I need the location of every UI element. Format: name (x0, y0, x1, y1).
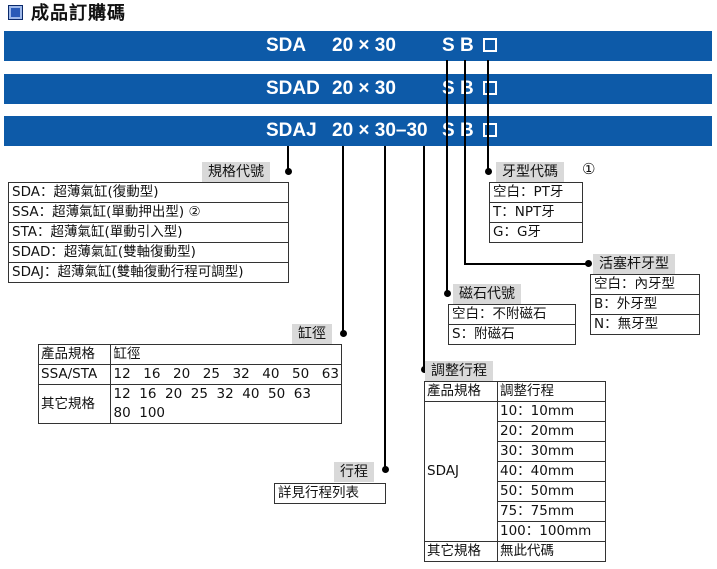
table-cell: 40：40mm (497, 461, 606, 482)
bore-label: 缸徑 (292, 324, 332, 344)
rod-item: B：外牙型 (591, 295, 699, 315)
table-row: 75：75mm (425, 501, 606, 522)
magnet-item: 空白：不附磁石 (449, 305, 575, 325)
table-header-cell: 缸徑 (110, 344, 342, 365)
rod-label: 活塞杆牙型 (593, 254, 675, 274)
table-row: 產品規格 調整行程 (424, 381, 606, 402)
thread-label: 牙型代碼 (496, 162, 564, 182)
table-row: 產品規格 缸徑 (37, 344, 342, 365)
blank-box-icon (483, 81, 497, 95)
table-row: 20：20mm (425, 421, 606, 442)
adjust-label: 調整行程 (425, 361, 493, 381)
stroke-box: 詳見行程列表 (274, 483, 386, 504)
rod-list: 空白：內牙型 B：外牙型 N：無牙型 (590, 274, 700, 335)
thread-list: 空白：PT牙 T：NPT牙 G：G牙 (489, 182, 583, 243)
bar-size: 20 × 30 (332, 78, 396, 99)
page-title: 成品訂購碼 (8, 3, 126, 25)
square-bullet-icon (8, 5, 23, 20)
spec-item: SSA：超薄氣缸(單動押出型) ② (9, 203, 288, 223)
adjust-table: 產品規格 調整行程 SDAJ 10：10mm 20：20mm 30：30mm 4… (424, 381, 606, 562)
table-cell: 無此代碼 (497, 541, 606, 562)
table-row: SDAJ 10：10mm (424, 401, 606, 542)
spec-item: SDAJ：超薄氣缸(雙軸復動行程可調型) (12, 264, 244, 280)
blank-box-icon (483, 38, 497, 52)
table-row: 40：40mm (425, 461, 606, 482)
spec-item: SDA：超薄氣缸(復動型) (9, 183, 288, 203)
table-row: SSA/STA 12 16 20 25 32 40 50 63 (37, 364, 342, 385)
table-cell: 30：30mm (497, 441, 606, 462)
title-text: 成品訂購碼 (31, 3, 126, 24)
spec-list: SDA：超薄氣缸(復動型) SSA：超薄氣缸(單動押出型) ② STA：超薄氣缸… (8, 182, 289, 283)
bar-model: SDAD (266, 78, 320, 99)
spec-item: SDAD：超薄氣缸(雙軸復動型) (9, 243, 288, 263)
rod-item: N：無牙型 (594, 316, 659, 332)
code-bar-sdad: SDAD 20 × 30 S B (4, 74, 712, 104)
bar-size: 20 × 30 (332, 35, 396, 56)
table-cell: 12 16 20 25 32 40 50 63 80 100 (110, 384, 342, 424)
spec-item: STA：超薄氣缸(單動引入型) (9, 223, 288, 243)
bar-size: 20 × 30–30 (332, 120, 428, 141)
table-cell: 其它規格 (37, 384, 112, 424)
magnet-item: S：附磁石 (452, 326, 515, 342)
table-cell: 10：10mm (497, 401, 606, 422)
bar-model: SDA (266, 35, 307, 56)
table-header-cell: 產品規格 (37, 344, 112, 365)
code-bar-sda: SDA 20 × 30 S B (4, 31, 712, 61)
table-cell: 其它規格 (424, 541, 498, 562)
blank-box-icon (483, 123, 497, 137)
rod-item: 空白：內牙型 (591, 275, 699, 295)
bar-model: SDAJ (266, 120, 317, 141)
table-row: 其它規格 12 16 20 25 32 40 50 63 80 100 (37, 384, 342, 424)
thread-note: ① (582, 160, 596, 178)
stroke-value: 詳見行程列表 (278, 485, 359, 501)
table-cell: SDAJ (424, 401, 498, 542)
table-row: 其它規格 無此代碼 (424, 541, 606, 562)
spec-label: 規格代號 (202, 162, 270, 182)
table-cell: 20：20mm (497, 421, 606, 442)
bar-suffix: S B (442, 35, 474, 56)
code-bar-sdaj: SDAJ 20 × 30–30 S B (4, 116, 712, 146)
bore-table: 產品規格 缸徑 SSA/STA 12 16 20 25 32 40 50 63 … (37, 344, 342, 424)
thread-item: 空白：PT牙 (490, 183, 582, 203)
thread-item: G：G牙 (493, 224, 541, 240)
magnet-list: 空白：不附磁石 S：附磁石 (448, 304, 576, 345)
table-cell: SSA/STA (37, 364, 112, 385)
table-cell: 75：75mm (497, 501, 606, 522)
stroke-label: 行程 (334, 462, 374, 482)
table-cell: 50：50mm (497, 481, 606, 502)
table-cell: 100：100mm (497, 521, 606, 542)
magnet-label: 磁石代號 (453, 284, 521, 304)
table-cell: 12 16 20 25 32 40 50 63 (110, 364, 342, 385)
table-header-cell: 調整行程 (497, 381, 606, 402)
table-header-cell: 產品規格 (424, 381, 498, 402)
thread-item: T：NPT牙 (490, 203, 582, 223)
